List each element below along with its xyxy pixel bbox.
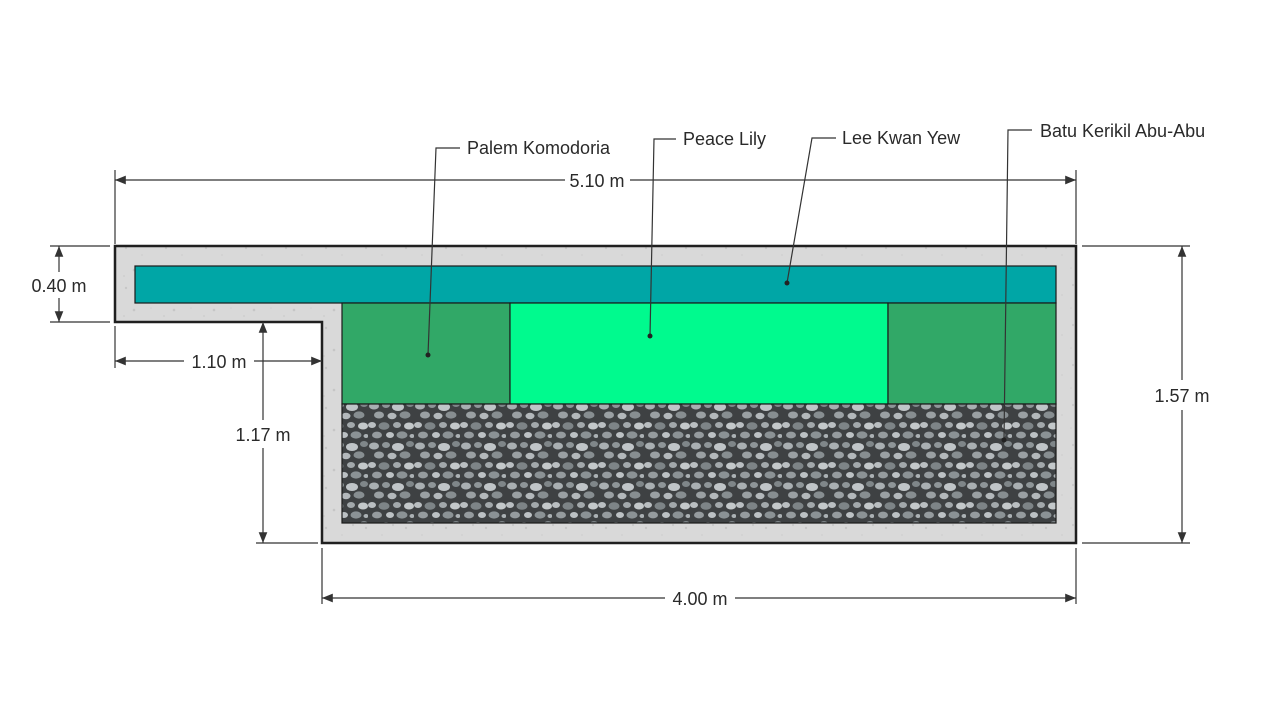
callout-lee-kwan-yew: Lee Kwan Yew <box>784 128 961 286</box>
dimension-total-width: 5.10 m <box>114 170 1077 244</box>
dimension-label-total-width: 5.10 m <box>569 171 624 191</box>
callout-label-peace-lily: Peace Lily <box>683 129 766 149</box>
dimension-label-ledge-width: 1.10 m <box>191 352 246 372</box>
callout-label-palem-komodoria: Palem Komodoria <box>467 138 611 158</box>
dimension-total-height: 1.57 m <box>1082 245 1210 544</box>
dimension-label-total-height: 1.57 m <box>1154 386 1209 406</box>
palem-komodoria-layer-right <box>887 302 1057 405</box>
dimension-ledge-width: 1.10 m <box>114 326 322 372</box>
callout-label-batu-kerikil: Batu Kerikil Abu-Abu <box>1040 121 1205 141</box>
callout-peace-lily: Peace Lily <box>647 129 766 339</box>
callout-palem-komodoria: Palem Komodoria <box>425 138 611 358</box>
lee-kwan-yew-layer <box>134 265 1057 304</box>
dimension-label-top-height: 0.40 m <box>31 276 86 296</box>
peace-lily-layer <box>509 302 889 405</box>
dimension-top-height: 0.40 m <box>31 245 110 323</box>
dimension-label-lower-height: 1.17 m <box>235 425 290 445</box>
callout-batu-kerikil: Batu Kerikil Abu-Abu <box>1001 121 1205 443</box>
callout-label-lee-kwan-yew: Lee Kwan Yew <box>842 128 961 148</box>
dimension-label-bottom-width: 4.00 m <box>672 589 727 609</box>
dimension-lower-height: 1.17 m <box>235 322 318 544</box>
dimension-bottom-width: 4.00 m <box>321 548 1077 609</box>
gravel-layer <box>341 403 1057 524</box>
